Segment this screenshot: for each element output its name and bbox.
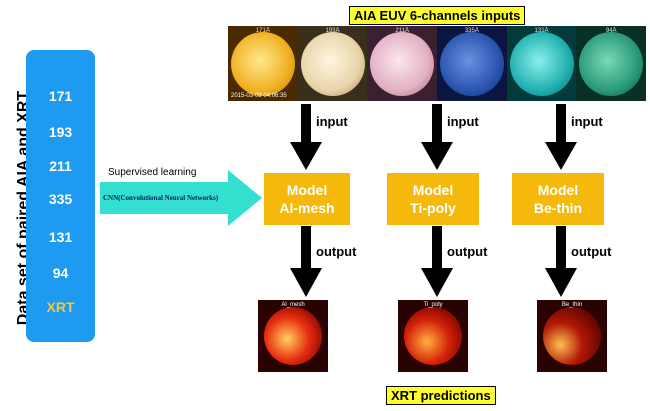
prediction-image-ti-poly: Ti_poly: [398, 300, 468, 372]
channel-211-label: 211: [49, 158, 72, 174]
input-arrow-2-shaft: [432, 104, 442, 144]
prediction-image-al-mesh: Al_mesh: [258, 300, 328, 372]
cnn-label: CNN(Convolutional Neural Networks): [103, 194, 219, 202]
output-arrow-2-shaft: [432, 226, 442, 271]
euv-image-94: 94Å: [576, 26, 647, 101]
output-arrow-1-shaft: [301, 226, 311, 271]
euv-image-131: 131Å: [506, 26, 577, 101]
output-label-3: output: [571, 244, 612, 259]
input-arrow-3-shaft: [556, 104, 566, 144]
output-label-2: output: [447, 244, 488, 259]
timestamp-label: 2015-03-08 04:06:35: [231, 93, 287, 99]
euv-image-171: 171Å 2015-03-08 04:06:35: [228, 26, 298, 101]
input-arrow-3-head: [545, 142, 577, 170]
euv-image-211: 211Å: [367, 26, 438, 101]
input-arrow-1-head: [290, 142, 322, 170]
input-arrow-2-head: [421, 142, 453, 170]
channel-171-label: 171: [48, 88, 73, 104]
euv-image-193: 193Å: [297, 26, 368, 101]
euv-image-335: 335Å: [437, 26, 507, 101]
channel-94-label: 94: [52, 265, 69, 281]
supervised-learning-label: Supervised learning: [108, 167, 197, 178]
output-arrow-1-head: [290, 268, 322, 297]
input-label-3: input: [571, 114, 603, 129]
inputs-header-label: AIA EUV 6-channels inputs: [349, 6, 526, 25]
prediction-image-be-thin: Be_thin: [537, 300, 607, 372]
output-arrow-3-shaft: [556, 226, 566, 271]
xrt-predictions-label: XRT predictions: [386, 386, 496, 405]
supervised-arrow: [100, 170, 262, 226]
channel-335-label: 335: [48, 191, 73, 207]
input-arrow-1-shaft: [301, 104, 311, 144]
euv-image-strip: 171Å 2015-03-08 04:06:35 193Å 211Å 335Å …: [228, 26, 647, 101]
dataset-panel: 171 193 211 335 131 94 XRT: [26, 50, 95, 342]
output-arrow-3-head: [545, 268, 577, 297]
channel-193-label: 193: [48, 124, 73, 140]
channel-131-label: 131: [48, 229, 73, 245]
input-label-1: input: [316, 114, 348, 129]
output-arrow-2-head: [421, 268, 453, 297]
input-label-2: input: [447, 114, 479, 129]
output-label-1: output: [316, 244, 357, 259]
channel-xrt-label: XRT: [46, 299, 75, 315]
